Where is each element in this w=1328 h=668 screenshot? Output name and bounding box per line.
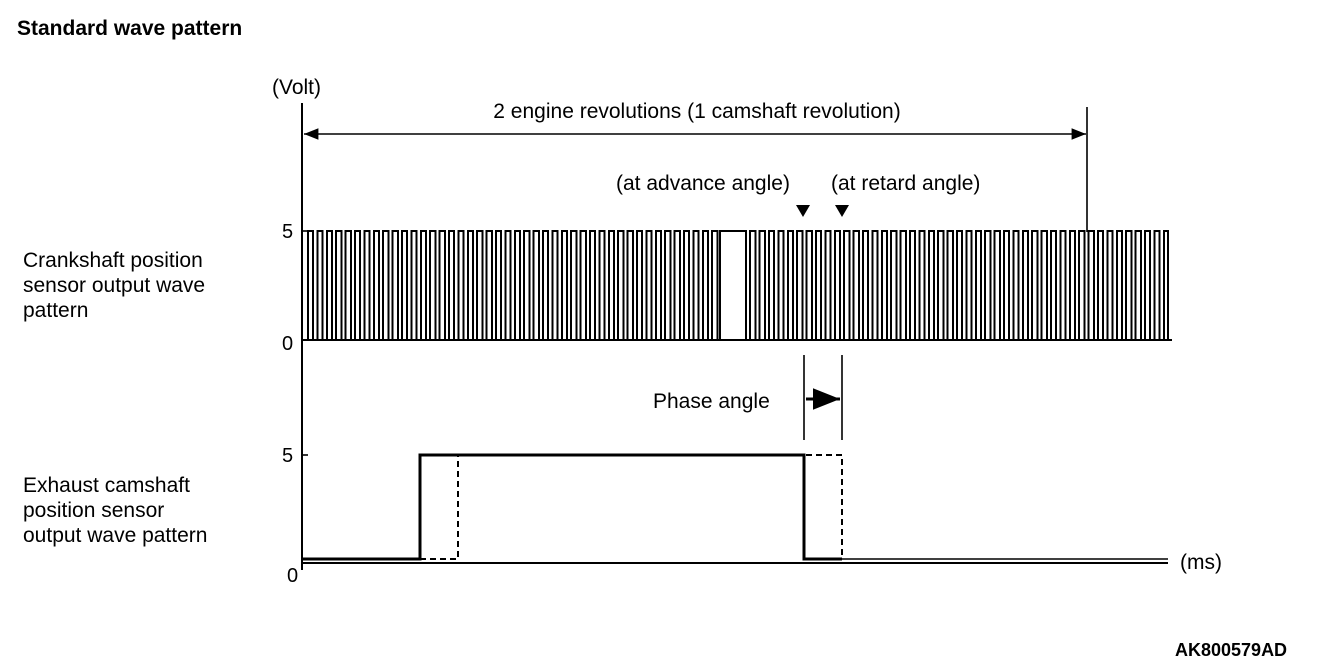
crankshaft-pulse-wave [307,230,1169,341]
camshaft-label-line-1: Exhaust camshaft [23,474,190,497]
camshaft-label-line-2: position sensor [23,499,164,522]
camshaft-wave-advance [302,453,842,561]
figure-code: AK800579AD [1175,640,1287,660]
y-axis-unit-label: (Volt) [272,76,321,99]
phase-angle-label: Phase angle [653,390,770,413]
retard-marker-triangle-icon [835,205,849,217]
advance-angle-label: (at advance angle) [616,172,790,195]
crankshaft-label-line-1: Crankshaft position [23,249,203,272]
crankshaft-label-line-3: pattern [23,299,88,322]
crankshaft-high-tick: 5 [282,221,293,243]
x-axis-unit-label: (ms) [1180,551,1222,574]
camshaft-low-tick: 0 [287,565,298,587]
diagram-title: Standard wave pattern [17,17,242,40]
advance-marker-triangle-icon [796,205,810,217]
crankshaft-low-tick: 0 [282,333,293,355]
camshaft-high-tick: 5 [282,445,293,467]
crankshaft-label-line-2: sensor output wave [23,274,205,297]
camshaft-label-line-3: output wave pattern [23,524,207,547]
camshaft-wave-retard [420,454,843,560]
revolution-span-label: 2 engine revolutions (1 camshaft revolut… [493,100,900,123]
retard-angle-label: (at retard angle) [831,172,980,195]
